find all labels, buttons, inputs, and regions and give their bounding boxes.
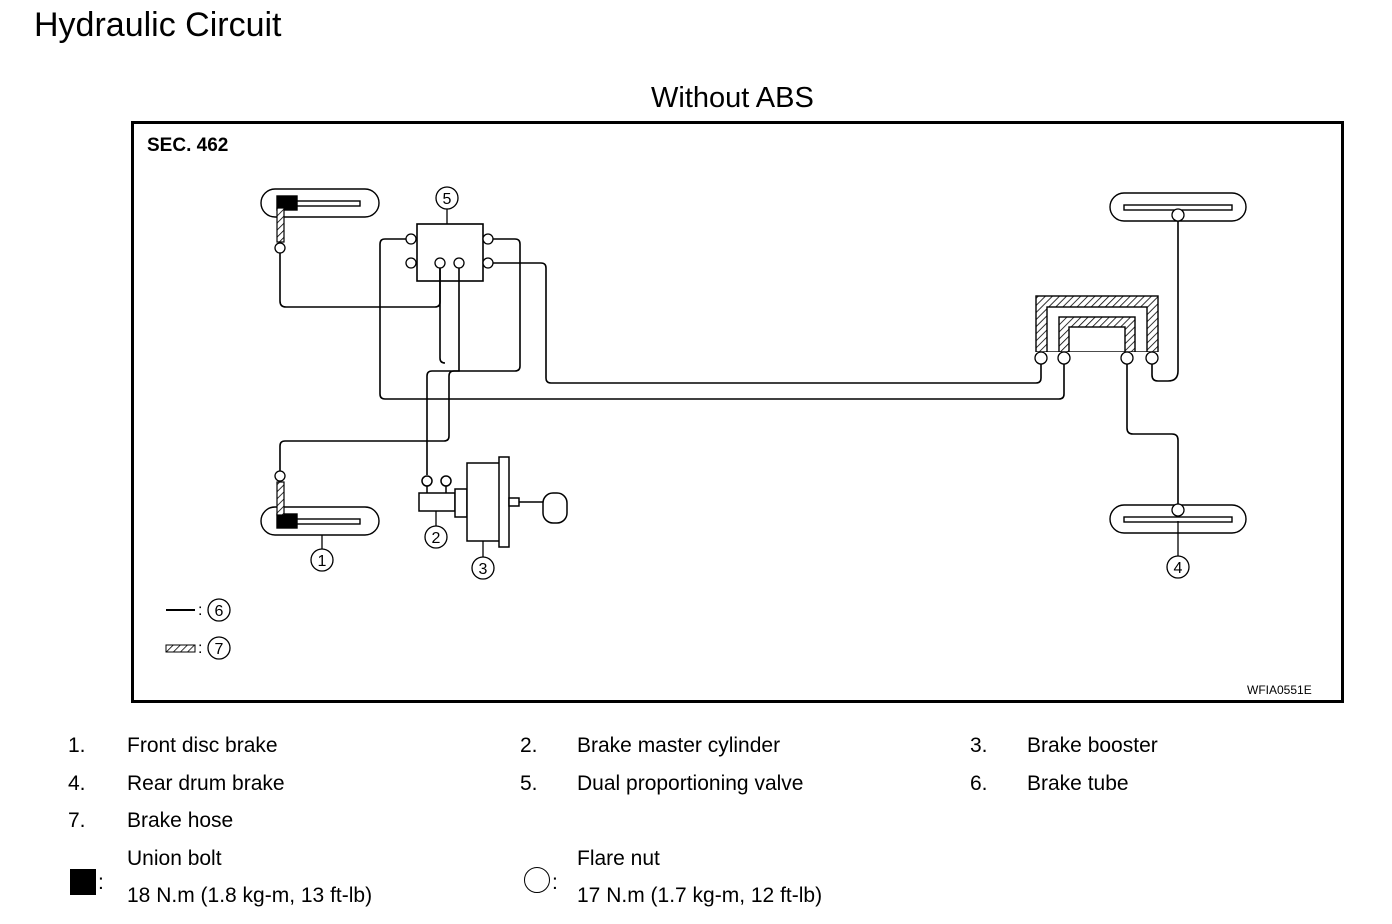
- flare-nut-torque: 17 N.m (1.7 kg-m, 12 ft-lb): [577, 884, 823, 907]
- callout-2-label: 2: [432, 530, 441, 547]
- flare-nut: [1120, 351, 1134, 365]
- callout-6-label: 6: [215, 603, 224, 620]
- callout-1-label: 1: [318, 553, 327, 570]
- union-bolt-symbol: [70, 869, 96, 895]
- callout-4: [1166, 521, 1190, 579]
- hydraulic-circuit-diagram: SEC. 462 WFIA0551E: [131, 121, 1344, 703]
- svg-text::: :: [198, 640, 202, 657]
- brake-hose-front-right: [276, 481, 285, 516]
- page-title: Hydraulic Circuit: [34, 6, 282, 44]
- figure-code: WFIA0551E: [1247, 683, 1312, 697]
- flare-nut: [1171, 208, 1185, 222]
- flare-nut: [482, 233, 494, 245]
- callout-2: [424, 511, 448, 549]
- flare-nut: [1034, 351, 1048, 365]
- flare-nut: [405, 233, 417, 245]
- callout-3: [471, 541, 495, 580]
- callout-1: [310, 535, 334, 572]
- front-disc-brake-upper: [260, 188, 380, 218]
- brake-master-cylinder: [418, 475, 456, 512]
- brake-hose-front-left: [276, 207, 285, 243]
- section-label: SEC. 462: [147, 135, 228, 156]
- callout-5: [435, 186, 459, 224]
- brake-hose-rear-inner-gap: [1068, 326, 1126, 353]
- callout-6: [207, 598, 231, 622]
- callout-7-label: 7: [215, 641, 224, 658]
- flare-nut: [1057, 351, 1071, 365]
- callout-3-label: 3: [479, 561, 488, 578]
- brake-booster: [454, 456, 568, 548]
- flare-nut: [482, 257, 494, 269]
- flare-nut: [1145, 351, 1159, 365]
- callout-5-label: 5: [443, 191, 452, 208]
- svg-text::: :: [198, 602, 202, 619]
- brake-hose-legend-swatch: [165, 644, 196, 653]
- diagram-title: Without ABS: [651, 82, 814, 114]
- flare-nut: [1171, 503, 1185, 517]
- brake-tubes: [279, 221, 1179, 504]
- flare-nut: [405, 257, 417, 269]
- proportioning-valve-body: [416, 223, 484, 282]
- diagram-border: [131, 121, 1344, 703]
- union-bolt-label: Union bolt: [127, 847, 222, 870]
- flare-nut: [274, 470, 286, 482]
- flare-nut-label: Flare nut: [577, 847, 660, 870]
- flare-nut: [434, 257, 446, 269]
- flare-nut-symbol: [524, 867, 550, 893]
- front-disc-brake-lower: [260, 506, 380, 536]
- union-bolt-torque: 18 N.m (1.8 kg-m, 13 ft-lb): [127, 884, 373, 907]
- callout-7: [207, 636, 231, 660]
- flare-nut: [453, 257, 465, 269]
- flare-nut: [274, 242, 286, 254]
- callout-4-label: 4: [1174, 560, 1183, 577]
